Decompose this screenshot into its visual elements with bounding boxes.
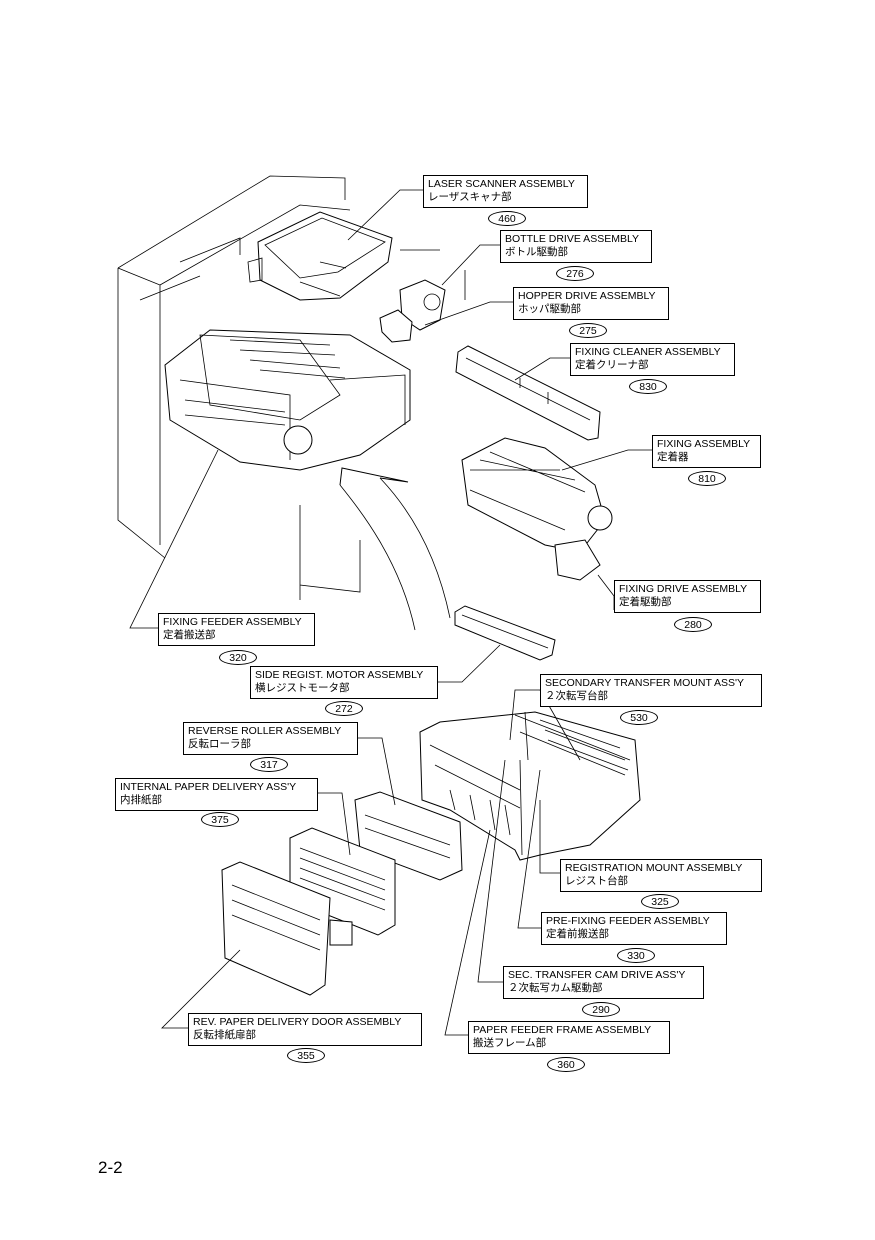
label-ja: レーザスキャナ部 — [428, 191, 512, 203]
rev-paper-delivery-door-part — [221, 861, 331, 996]
label-en: LASER SCANNER ASSEMBLY — [428, 178, 575, 190]
leader-lines — [129, 189, 652, 1036]
label-en: BOTTLE DRIVE ASSEMBLY — [505, 233, 640, 245]
label-en: SEC. TRANSFER CAM DRIVE ASS'Y — [508, 969, 686, 981]
label-en: INTERNAL PAPER DELIVERY ASS'Y — [120, 781, 297, 793]
label-laser-scanner: LASER SCANNER ASSEMBLY レーザスキャナ部 — [423, 175, 588, 208]
label-side-regist-motor: SIDE REGIST. MOTOR ASSEMBLY 横レジストモータ部 — [250, 666, 438, 699]
label-en: FIXING CLEANER ASSEMBLY — [575, 346, 721, 358]
rotation-arrow — [339, 467, 451, 631]
label-pre-fixing-feeder: PRE-FIXING FEEDER ASSEMBLY 定着前搬送部 — [541, 912, 727, 945]
ref-number: 460 — [488, 211, 526, 226]
label-ja: 定着前搬送部 — [546, 928, 609, 940]
ref-number: 325 — [641, 894, 679, 909]
label-fixing: FIXING ASSEMBLY 定着器 — [652, 435, 761, 468]
label-ja: 定着搬送部 — [163, 629, 216, 641]
ref-number: 830 — [629, 379, 667, 394]
label-ja: レジスト台部 — [565, 875, 628, 887]
label-en: PRE-FIXING FEEDER ASSEMBLY — [546, 915, 710, 927]
label-hopper-drive: HOPPER DRIVE ASSEMBLY ホッパ駆動部 — [513, 287, 669, 320]
label-ja: 定着器 — [657, 451, 689, 463]
label-secondary-transfer-mount: SECONDARY TRANSFER MOUNT ASS'Y ２次転写台部 — [540, 674, 762, 707]
ref-number: 360 — [547, 1057, 585, 1072]
label-ja: ボトル駆動部 — [505, 246, 568, 258]
ref-number: 375 — [201, 812, 239, 827]
page-number: 2-2 — [98, 1158, 123, 1177]
paper-feeder-frame-part — [419, 711, 641, 861]
label-en: FIXING FEEDER ASSEMBLY — [163, 616, 302, 628]
label-ja: 反転排紙扉部 — [193, 1029, 256, 1041]
ref-number: 317 — [250, 757, 288, 772]
label-bottle-drive: BOTTLE DRIVE ASSEMBLY ボトル駆動部 — [500, 230, 652, 263]
bottle-drive-part — [379, 279, 446, 343]
ref-number: 810 — [688, 471, 726, 486]
ref-number: 272 — [325, 701, 363, 716]
label-ja: 横レジストモータ部 — [255, 682, 350, 694]
label-rev-paper-delivery-door: REV. PAPER DELIVERY DOOR ASSEMBLY 反転排紙扉部 — [188, 1013, 422, 1046]
label-en: SIDE REGIST. MOTOR ASSEMBLY — [255, 669, 424, 681]
side-regist-motor-part — [454, 605, 556, 661]
label-en: HOPPER DRIVE ASSEMBLY — [518, 290, 656, 302]
ref-number: 290 — [582, 1002, 620, 1017]
label-reverse-roller: REVERSE ROLLER ASSEMBLY 反転ローラ部 — [183, 722, 358, 755]
ref-number: 320 — [219, 650, 257, 665]
ref-number: 330 — [617, 948, 655, 963]
ref-number: 355 — [287, 1048, 325, 1063]
ref-number: 280 — [674, 617, 712, 632]
label-paper-feeder-frame: PAPER FEEDER FRAME ASSEMBLY 搬送フレーム部 — [468, 1021, 670, 1054]
label-ja: ホッパ駆動部 — [518, 303, 581, 315]
label-fixing-drive: FIXING DRIVE ASSEMBLY 定着駆動部 — [614, 580, 761, 613]
fixing-cleaner-part — [455, 345, 601, 441]
label-ja: 反転ローラ部 — [188, 738, 251, 750]
label-ja: ２次転写台部 — [545, 690, 608, 702]
label-ja: 搬送フレーム部 — [473, 1037, 547, 1049]
fixing-part — [461, 437, 613, 581]
label-fixing-feeder: FIXING FEEDER ASSEMBLY 定着搬送部 — [158, 613, 315, 646]
label-ja: 定着駆動部 — [619, 596, 672, 608]
label-internal-paper-delivery: INTERNAL PAPER DELIVERY ASS'Y 内排紙部 — [115, 778, 318, 811]
label-en: REVERSE ROLLER ASSEMBLY — [188, 725, 342, 737]
label-sec-transfer-cam-drive: SEC. TRANSFER CAM DRIVE ASS'Y ２次転写カム駆動部 — [503, 966, 704, 999]
label-en: FIXING DRIVE ASSEMBLY — [619, 583, 748, 595]
machine-body-outline — [117, 175, 466, 600]
label-ja: ２次転写カム駆動部 — [508, 982, 603, 994]
ref-number: 276 — [556, 266, 594, 281]
label-en: REV. PAPER DELIVERY DOOR ASSEMBLY — [193, 1016, 402, 1028]
label-en: SECONDARY TRANSFER MOUNT ASS'Y — [545, 677, 745, 689]
label-ja: 内排紙部 — [120, 794, 162, 806]
ref-number: 275 — [569, 323, 607, 338]
ref-number: 530 — [620, 710, 658, 725]
label-registration-mount: REGISTRATION MOUNT ASSEMBLY レジスト台部 — [560, 859, 762, 892]
fixing-feeder-part — [164, 329, 411, 471]
label-en: REGISTRATION MOUNT ASSEMBLY — [565, 862, 743, 874]
label-en: FIXING ASSEMBLY — [657, 438, 751, 450]
label-fixing-cleaner: FIXING CLEANER ASSEMBLY 定着クリーナ部 — [570, 343, 735, 376]
label-en: PAPER FEEDER FRAME ASSEMBLY — [473, 1024, 652, 1036]
laser-scanner-part — [247, 211, 393, 301]
label-ja: 定着クリーナ部 — [575, 359, 649, 371]
